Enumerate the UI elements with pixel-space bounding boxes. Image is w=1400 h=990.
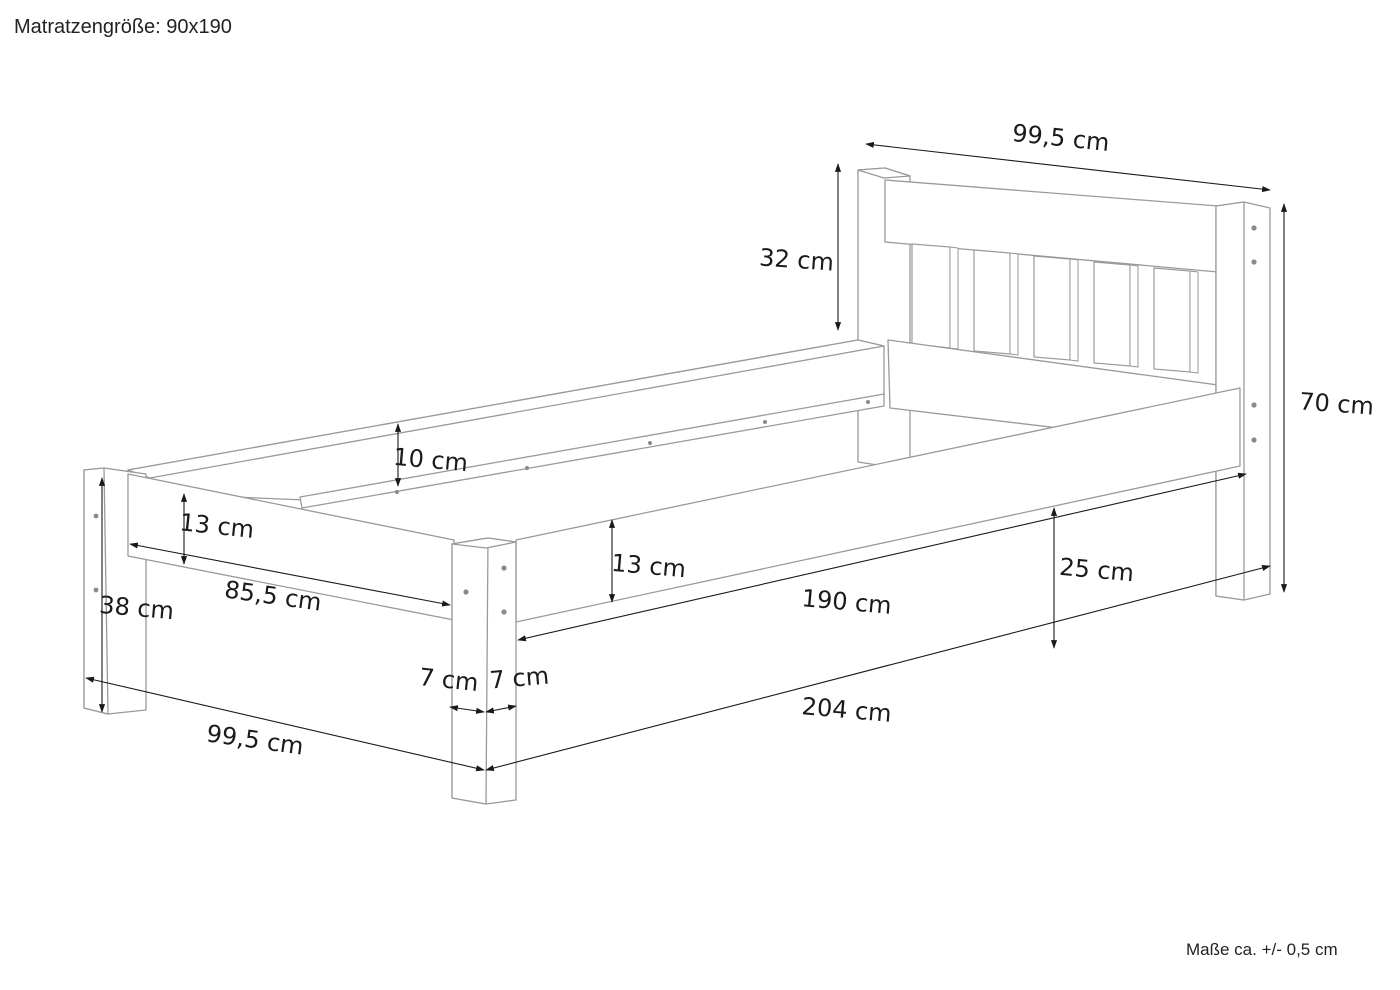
- dim-label-inner-slat-rail: 10 cm: [392, 443, 469, 477]
- headboard-slat-gap: [1009, 252, 1019, 356]
- headboard-slat: [1093, 261, 1131, 367]
- headboard-slat: [973, 249, 1011, 355]
- screw-icon: [501, 609, 507, 615]
- dim-label-inner-length: 190 cm: [801, 584, 893, 620]
- dim-label-leg-width: 7 cm: [488, 661, 550, 694]
- dimension-lines: [85, 141, 1288, 772]
- dim-label-side-rail-height: 13 cm: [610, 549, 687, 583]
- dim-label-leg-depth: 7 cm: [418, 663, 480, 697]
- dim-label-headboard-width: 99,5 cm: [1011, 119, 1111, 157]
- screw-icon: [463, 589, 469, 595]
- screw-icon: [763, 420, 767, 424]
- screw-icon: [395, 490, 399, 494]
- dim-line-headboard-width: [865, 141, 1271, 193]
- dim-label-total-height: 70 cm: [1298, 387, 1375, 420]
- dim-label-under-bed-clearance: 25 cm: [1058, 553, 1135, 587]
- screw-icon: [648, 441, 652, 445]
- headboard-slat: [1153, 267, 1191, 373]
- dim-line-inner-width: [129, 542, 451, 607]
- headboard-slat-gap: [1189, 270, 1199, 374]
- headboard-slat: [1033, 255, 1071, 361]
- headboard-slat-gap: [949, 246, 959, 350]
- tolerance-note: Maße ca. +/- 0,5 cm: [1186, 940, 1338, 959]
- screw-icon: [866, 400, 870, 404]
- screw-icon: [93, 513, 99, 519]
- screw-icon: [1251, 402, 1257, 408]
- screw-icon: [93, 587, 99, 593]
- headboard-slats: [911, 243, 1199, 374]
- screw-icon: [525, 466, 529, 470]
- dim-label-foot-height: 38 cm: [98, 591, 175, 625]
- headboard-slat-gap: [1129, 264, 1139, 368]
- screw-icon: [501, 565, 507, 571]
- screw-icon: [1251, 437, 1257, 443]
- dim-label-headboard-panel-height: 32 cm: [758, 243, 835, 276]
- screw-icon: [1251, 225, 1257, 231]
- mattress-size-label: Matratzengröße: 90x190: [14, 16, 232, 38]
- dim-line-total-width: [85, 676, 485, 772]
- foot-right-post-top: [451, 537, 517, 549]
- headboard-slat: [911, 243, 951, 349]
- slat-support-ledge: [299, 393, 885, 509]
- screw-icon: [1251, 259, 1257, 265]
- headboard-slat-gap: [1069, 258, 1079, 362]
- dim-line-total-length: [485, 565, 1271, 771]
- bed-frame: [83, 167, 1271, 805]
- dim-label-total-length: 204 cm: [801, 692, 893, 728]
- dimension-labels: 99,5 cm 32 cm 70 cm 10 cm 13 cm 85,5 cm …: [98, 119, 1375, 761]
